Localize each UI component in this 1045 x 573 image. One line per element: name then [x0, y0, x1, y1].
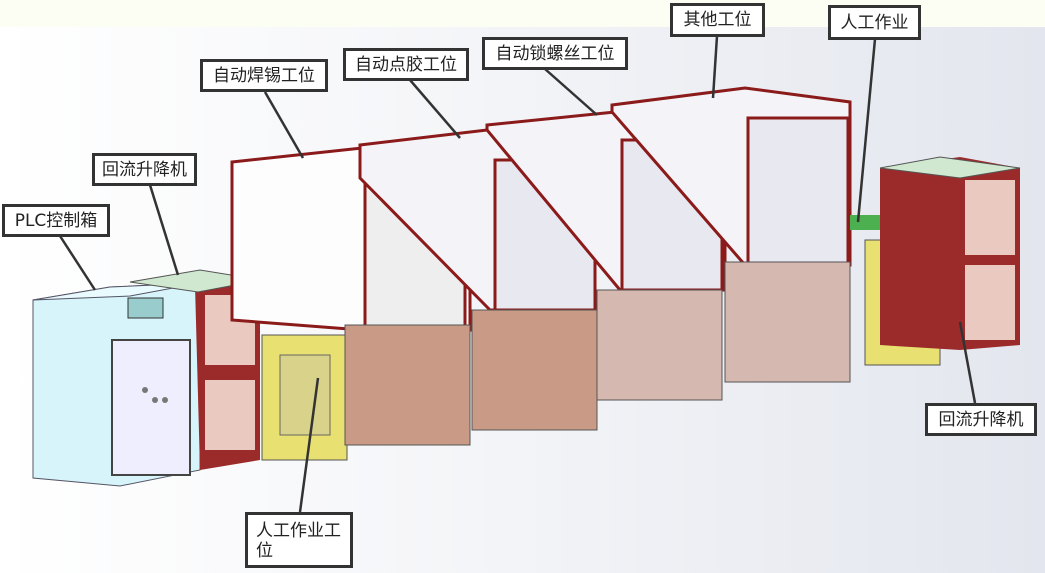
manual-station-yellow — [261, 334, 348, 461]
reflow-lift-left — [129, 269, 263, 470]
callout-auto-soldering: 自动焊锡工位 — [200, 59, 328, 92]
callout-other-station: 其他工位 — [670, 3, 765, 37]
callout-manual-station: 人工作业工位 — [245, 512, 353, 568]
reflow-lift-right — [879, 156, 1021, 350]
callout-reflow-lift-left: 回流升降机 — [92, 153, 197, 186]
callout-auto-dispensing: 自动点胶工位 — [343, 48, 469, 81]
callout-plc-box: PLC控制箱 — [2, 204, 110, 237]
other-station — [610, 86, 852, 383]
plc-control-box — [32, 282, 201, 487]
callout-auto-screw: 自动锁螺丝工位 — [482, 37, 628, 70]
soldering-station — [230, 146, 472, 446]
callout-manual-work: 人工作业 — [828, 5, 921, 40]
callout-reflow-lift-right: 回流升降机 — [925, 403, 1037, 436]
callout-arrows — [58, 35, 977, 513]
